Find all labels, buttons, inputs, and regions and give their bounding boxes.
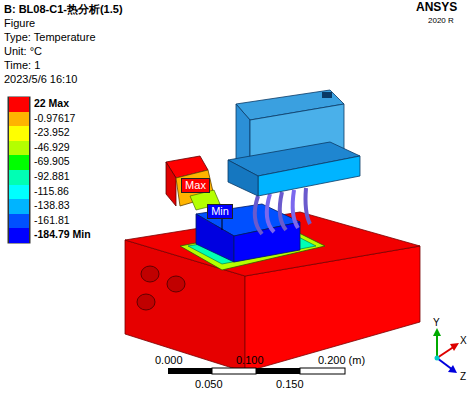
axis-z — [437, 358, 453, 370]
axis-label: Y — [433, 316, 440, 329]
legend-value: -161.81 — [34, 214, 70, 227]
scale-value: 0.200 (m) — [318, 354, 365, 367]
version: 2020 R — [428, 14, 454, 27]
hole — [137, 294, 155, 310]
legend-value: 22 Max — [34, 97, 69, 110]
title: B: BL08-C1-热分析(1.5) — [4, 3, 123, 16]
legend-value: -69.905 — [34, 155, 70, 168]
logo: ANSYS — [416, 1, 457, 14]
scale-segment — [212, 368, 256, 374]
scale-segment — [256, 368, 300, 374]
scale-value: 0.050 — [195, 378, 223, 391]
header-line: Figure — [4, 17, 35, 30]
axis-label: Z — [460, 370, 466, 383]
legend-swatch — [8, 185, 30, 200]
legend-swatch — [8, 214, 30, 229]
hole — [141, 266, 159, 282]
axis-label: X — [460, 334, 467, 347]
axis-origin — [435, 356, 440, 361]
legend-swatch — [8, 199, 30, 214]
scale-segment — [168, 368, 212, 374]
axis-head — [448, 365, 457, 373]
probe-text: Min — [211, 205, 229, 217]
scale-value: 0.150 — [276, 378, 304, 391]
block-left — [196, 214, 234, 262]
probe-text: Max — [185, 179, 206, 191]
legend-value: -184.79 Min — [34, 228, 91, 241]
scale-segment — [300, 368, 345, 374]
legend-value: -23.952 — [34, 126, 70, 139]
legend-swatch — [8, 112, 30, 127]
legend-swatch — [8, 97, 30, 112]
legend-swatch — [8, 141, 30, 156]
legend-swatch — [8, 170, 30, 185]
wire — [267, 194, 274, 232]
axis-head — [433, 328, 441, 336]
legend-value: -138.83 — [34, 199, 70, 212]
wire — [280, 192, 286, 230]
legend-frame — [8, 97, 30, 243]
hole — [167, 276, 185, 292]
header-line: Type: Temperature — [4, 31, 96, 44]
max-probe: Max — [181, 178, 210, 193]
header-line: 2023/5/6 16:10 — [4, 73, 77, 86]
wire — [255, 196, 262, 234]
header-line: Time: 1 — [4, 59, 40, 72]
notch — [322, 92, 332, 98]
scale-value: 0.000 — [155, 354, 183, 367]
legend-swatch — [8, 228, 30, 243]
wire — [306, 188, 311, 224]
scale-value: 0.100 — [236, 354, 264, 367]
legend-value: -115.86 — [34, 185, 69, 198]
bracket-shelf-front — [258, 156, 360, 196]
legend-swatch — [8, 155, 30, 170]
legend-value: -92.881 — [34, 170, 70, 183]
block-right — [234, 222, 300, 262]
bracket-side — [166, 162, 176, 206]
wire — [293, 190, 298, 228]
axis-head — [450, 343, 459, 351]
bracket-shelf-side — [228, 160, 258, 196]
legend-value: -0.97617 — [34, 112, 75, 125]
legend-value: -46.929 — [34, 141, 70, 154]
legend-swatch — [8, 126, 30, 141]
leader-line — [222, 218, 223, 230]
header-line: Unit: °C — [4, 45, 42, 58]
min-probe: Min — [207, 204, 233, 219]
